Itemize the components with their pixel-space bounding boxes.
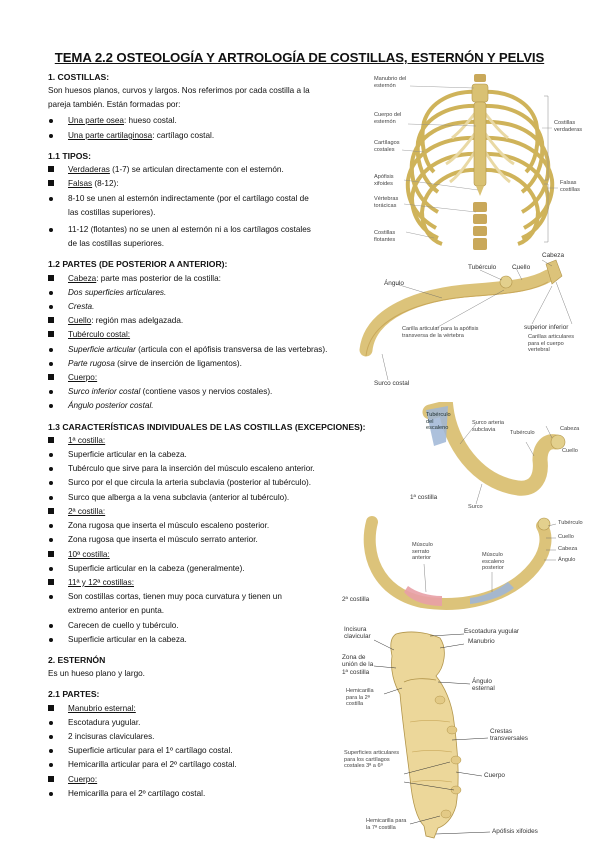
list-item: Carecen de cuello y tubérculo. [48,619,366,633]
label-cartilagos: Cartílagos costales [374,140,400,153]
list-item: Hemicarilla articular para el 2º cartíla… [48,758,366,772]
label-escaleno-post: Músculo escaleno posterior [482,552,505,571]
label-xifoides: Apófisis xifoides [492,828,538,835]
list-item: 2 incisuras claviculares. [48,730,366,744]
list-item: Cabeza: parte mas posterior de la costil… [48,272,366,286]
label-tuberculo-1: Tubérculo [510,430,535,436]
label-angulo: Ángulo [384,280,404,287]
list-item: 10ª costilla: [48,548,366,562]
label-serrato: Músculo serrato anterior [412,542,433,561]
label-escotadura: Escotadura yugular [464,628,520,635]
label-vertebras: Vértebras torácicas [374,196,399,209]
list-item: Tubérculo costal: [48,328,366,342]
label-zona-union: Zona de unión de la 1ª costilla [342,654,374,676]
list-item: Manubrio esternal: [48,702,366,716]
first-rib-figure: Tubérculo del escaleno Surco arteria sub… [406,398,592,514]
label-manubrio: Manubrio del esternón [374,76,407,89]
page-title: TEMA 2.2 OSTEOLOGÍA Y ARTROLOGÍA DE COST… [54,50,545,65]
label-flotantes: Costillas flotantes [374,230,396,243]
list-item: Superficie articular en la cabeza. [48,448,366,462]
list-item: Dos superficies articulares. [48,286,366,300]
label-superficies: Superficies articulares para los cartíla… [344,750,400,769]
list-item: Superficie articular para el 1º cartílag… [48,744,366,758]
label-cuello: Cuello [512,264,531,271]
label-hemicarilla-7: Hemicarilla para la 7ª costilla [366,818,407,831]
thoracic-cage-illustration [401,74,558,250]
list-item: Zona rugosa que inserta el músculo serra… [48,533,366,547]
label-cabeza: Cabeza [542,252,565,259]
label-carillas-cuerpo: Carillas articulares para el cuerpo vert… [528,334,575,353]
list-item: Cuello: región mas adelgazada. [48,314,366,328]
list-item: Surco inferior costal (contiene vasos y … [48,385,366,399]
label-cuerpo-2: Cuerpo [484,772,505,779]
list-item: Tubérculo que sirve para la inserción de… [48,462,366,476]
list-item: Zona rugosa que inserta el músculo escal… [48,519,366,533]
label-angulo-2: Ángulo [558,557,576,563]
label-primera-costilla: 1ª costilla [410,494,438,501]
list-item: Surco por el que circula la arteria subc… [48,476,366,490]
label-cabeza-1: Cabeza [560,426,580,432]
label-cuello-1: Cuello [562,448,578,454]
list-item: Hemicarilla para el 2º cartílago costal. [48,787,366,801]
list-item: Falsas (8-12): [48,177,366,191]
list-item: 1ª costilla: [48,434,366,448]
label-segunda-costilla: 2ª costilla [342,596,370,603]
heading-caracteristicas: 1.3 CARACTERÍSTICAS INDIVIDUALES DE LAS … [48,421,366,432]
esternon-intro: Es un hueso plano y largo. [48,669,145,679]
sternum-figure: Incisura clavicular Escotadura yugular M… [340,622,596,844]
list-item: Cuerpo: [48,773,366,787]
second-rib-figure: Músculo serrato anterior Músculo escalen… [342,512,592,616]
text-column: 1. COSTILLAS: Son huesos planos, curvos … [48,70,366,801]
heading-partes: 1.2 PARTES (DE POSTERIOR A ANTERIOR): [48,259,228,270]
list-item: 8-10 se unen al esternón indirectamente … [48,192,366,220]
list-item: 2ª costilla: [48,505,366,519]
list-item: Cresta. [48,300,366,314]
sternum-illustration [373,631,491,839]
label-cuerpo-esternon: Cuerpo del esternón [374,112,402,125]
list-item: Una parte osea: hueso costal. [48,114,366,128]
label-crestas: Crestas transversales [490,728,529,743]
heading-tipos: 1.1 TIPOS: [48,151,91,162]
intro-line: pareja también. Están formadas por: [48,100,181,110]
list-item: Superficie articular en la cabeza (gener… [48,562,366,576]
second-rib-illustration [363,516,557,610]
label-cabeza-2: Cabeza [558,546,578,552]
intro-line: Son huesos planos, curvos y largos. Nos … [48,86,310,96]
list-item: Son costillas cortas, tienen muy poca cu… [48,590,366,618]
label-surco-vena: Surco [468,504,483,510]
heading-esternon: 2. ESTERNÓN [48,654,106,665]
typical-rib-figure: Cabeza Tubérculo Cuello Ángulo Carilla a… [356,252,596,402]
list-item: Escotadura yugular. [48,716,366,730]
list-item: Una parte cartilaginosa: cartílago costa… [48,129,366,143]
label-falsas: Falsas costillas [560,180,580,193]
label-tuberculo: Tubérculo [468,264,497,271]
label-superior-inferior: superior inferior [524,324,569,331]
list-item: 11ª y 12ª costillas: [48,576,366,590]
label-verdaderas: Costillas verdaderas [554,120,582,133]
heading-costillas: 1. COSTILLAS: [48,72,110,82]
list-item: Ángulo posterior costal. [48,399,366,413]
thoracic-cage-figure: Manubrio del esternón Cuerpo del esternó… [372,72,594,254]
list-item: Superficie articular en la cabeza. [48,633,366,647]
list-item: Superficie articular (articula con el ap… [48,343,366,357]
label-surco-costal: Surco costal [374,380,410,387]
list-item: 11-12 (flotantes) no se unen al esternón… [48,223,366,251]
label-tuberculo-2: Tubérculo [558,520,583,526]
label-hemicarilla-2: Hemicarilla para la 2ª costilla [346,688,374,707]
label-apofisis: Apófisis xifoides [374,174,394,187]
label-surco-arteria: Surco arteria subclavia [472,420,505,433]
heading-partes-esternon: 2.1 PARTES: [48,689,100,700]
list-item: Parte rugosa (sirve de inserción de liga… [48,357,366,371]
label-carilla-transversa: Carilla articular para la apófisis trans… [402,326,479,339]
list-item: Cuerpo: [48,371,366,385]
label-tuberculo-escaleno: Tubérculo del escaleno [426,412,451,431]
typical-rib-illustration [359,259,573,381]
list-item: Verdaderas (1-7) se articulan directamen… [48,163,366,177]
list-item: Surco que alberga a la vena subclavia (a… [48,491,366,505]
label-incisura: Incisura clavicular [344,626,371,641]
label-angulo-esternal: Ángulo esternal [472,678,495,693]
label-manubrio-2: Manubrio [468,638,495,645]
label-cuello-2: Cuello [558,534,574,540]
first-rib-illustration [422,398,566,505]
